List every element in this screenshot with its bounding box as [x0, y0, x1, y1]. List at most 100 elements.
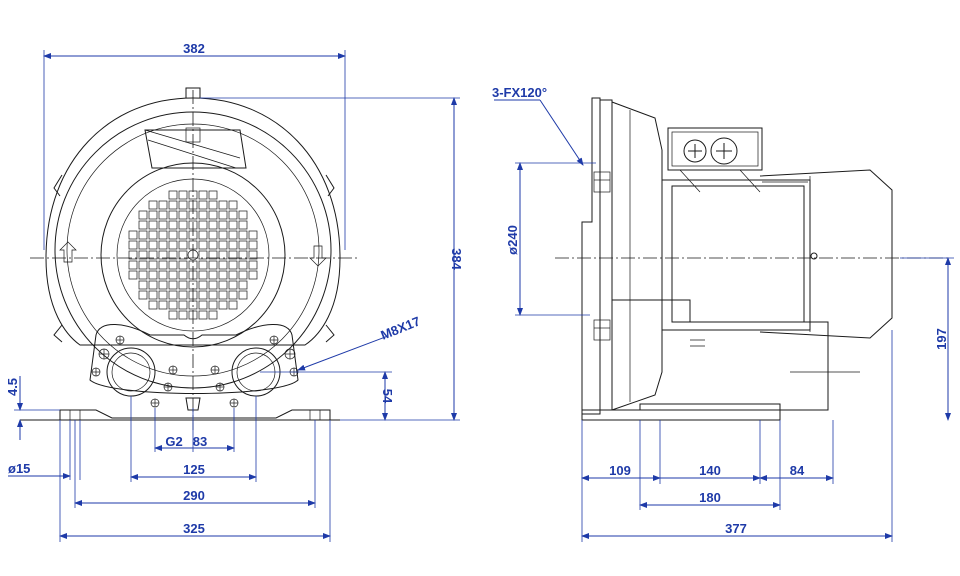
vent-slot — [138, 270, 148, 280]
vent-slot — [178, 270, 188, 280]
vent-slot — [178, 280, 188, 290]
vent-slot — [188, 190, 198, 200]
vent-slot — [208, 300, 218, 310]
vent-slot — [238, 290, 248, 300]
vent-slot — [238, 210, 248, 220]
vent-slot — [158, 240, 168, 250]
vent-slot — [168, 270, 178, 280]
vent-slot — [248, 230, 258, 240]
vent-slot — [198, 230, 208, 240]
vent-slot — [228, 210, 238, 220]
vent-slot — [208, 220, 218, 230]
vent-slot — [148, 270, 158, 280]
vent-slot — [198, 310, 208, 320]
vent-slot — [158, 270, 168, 280]
vent-slot — [218, 300, 228, 310]
vent-slot — [198, 260, 208, 270]
vent-slot — [148, 260, 158, 270]
vent-slot — [148, 220, 158, 230]
vent-slot — [168, 230, 178, 240]
dim-mount-span: 290 — [183, 488, 205, 503]
vent-slot — [188, 220, 198, 230]
vent-slot — [188, 310, 198, 320]
vent-slot — [228, 280, 238, 290]
front-view: 382 384 54 M8X17 4.5 ø15 G2 83 — [5, 41, 464, 542]
vent-slot — [198, 290, 208, 300]
dim-foot-length: 180 — [699, 490, 721, 505]
vent-slot — [158, 280, 168, 290]
vent-slot — [188, 200, 198, 210]
dim-height: 384 — [449, 248, 464, 270]
vent-slot — [138, 280, 148, 290]
vent-slot — [238, 220, 248, 230]
vent-slot — [228, 230, 238, 240]
vent-grid — [128, 190, 258, 320]
vent-slot — [138, 260, 148, 270]
vent-slot — [238, 230, 248, 240]
vent-slot — [238, 250, 248, 260]
vent-slot — [188, 270, 198, 280]
vent-slot — [208, 310, 218, 320]
vent-slot — [128, 250, 138, 260]
vent-slot — [228, 290, 238, 300]
vent-slot — [168, 190, 178, 200]
vent-slot — [208, 270, 218, 280]
vent-slot — [148, 300, 158, 310]
vent-slot — [228, 220, 238, 230]
vent-slot — [208, 200, 218, 210]
dim-center-height: 197 — [934, 328, 949, 350]
vent-slot — [218, 290, 228, 300]
vent-slot — [218, 250, 228, 260]
vent-slot — [198, 190, 208, 200]
vent-slot — [158, 300, 168, 310]
vent-slot — [158, 230, 168, 240]
dim-thread: M8X17 — [379, 313, 423, 342]
vent-slot — [178, 310, 188, 320]
vent-slot — [178, 240, 188, 250]
vent-slot — [218, 260, 228, 270]
vent-slot — [228, 250, 238, 260]
vent-slot — [158, 210, 168, 220]
vent-slot — [248, 250, 258, 260]
vent-slot — [208, 230, 218, 240]
vent-slot — [178, 210, 188, 220]
dim-port-height: 54 — [380, 389, 395, 404]
dim-hole-pattern: 3-FX120° — [492, 85, 547, 100]
vent-slot — [178, 290, 188, 300]
vent-slot — [198, 280, 208, 290]
vent-slot — [168, 300, 178, 310]
vent-slot — [208, 190, 218, 200]
dim-hole: ø15 — [8, 461, 30, 476]
vent-slot — [148, 290, 158, 300]
vent-slot — [168, 280, 178, 290]
vent-slot — [168, 240, 178, 250]
vent-slot — [168, 310, 178, 320]
vent-slot — [228, 260, 238, 270]
vent-slot — [208, 260, 218, 270]
vent-slot — [198, 200, 208, 210]
vent-slot — [228, 270, 238, 280]
vent-slot — [138, 250, 148, 260]
dim-overall-length: 377 — [725, 521, 747, 536]
vent-slot — [188, 300, 198, 310]
vent-slot — [208, 290, 218, 300]
vent-slot — [188, 260, 198, 270]
vent-slot — [168, 210, 178, 220]
vent-slot — [168, 200, 178, 210]
vent-slot — [168, 290, 178, 300]
vent-slot — [168, 220, 178, 230]
vent-slot — [198, 270, 208, 280]
vent-slot — [248, 270, 258, 280]
vent-slot — [168, 260, 178, 270]
vent-slot — [188, 230, 198, 240]
vent-slot — [178, 190, 188, 200]
vent-slot — [238, 270, 248, 280]
vent-slot — [178, 250, 188, 260]
vent-slot — [158, 220, 168, 230]
dim-pcd: ø240 — [505, 225, 520, 255]
vent-slot — [178, 230, 188, 240]
dim-port-span: 125 — [183, 462, 205, 477]
vent-slot — [128, 240, 138, 250]
vent-slot — [208, 210, 218, 220]
